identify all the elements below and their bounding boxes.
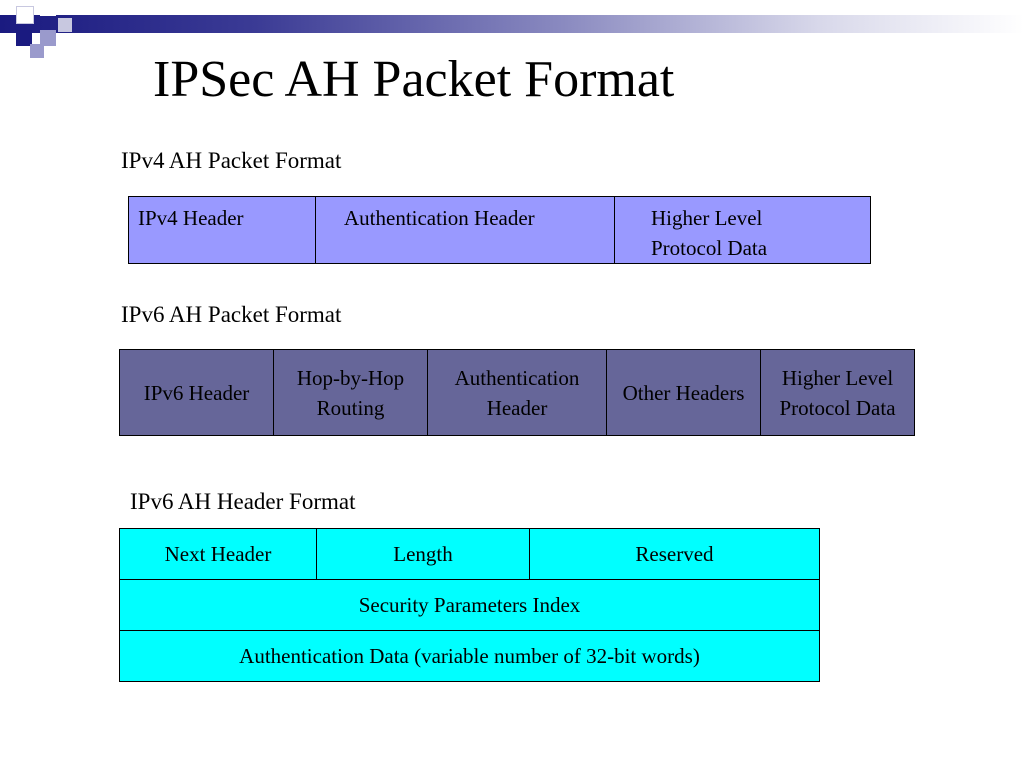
ipv4-header-cell: IPv4 Header: [128, 196, 316, 264]
decorative-square: [40, 0, 56, 16]
ah-header-row-2: Security Parameters Index: [119, 579, 820, 631]
ipv6-authentication-header-cell: Authentication Header: [427, 349, 607, 436]
ipv4-packet-diagram: IPv4 Header Authentication Header Higher…: [128, 196, 871, 264]
ipv4-authentication-header-cell: Authentication Header: [315, 196, 615, 264]
hop-by-hop-routing-cell: Hop-by-Hop Routing: [273, 349, 428, 436]
decorative-top-bar: [0, 15, 1024, 33]
decorative-square: [30, 44, 44, 58]
other-headers-cell: Other Headers: [606, 349, 761, 436]
decorative-square: [16, 6, 34, 24]
ipv4-protocol-data-cell: Higher Level Protocol Data: [614, 196, 871, 264]
ipv6-header-cell: IPv6 Header: [119, 349, 274, 436]
decorative-square: [58, 18, 72, 32]
ah-header-row-3: Authentication Data (variable number of …: [119, 630, 820, 682]
authentication-data-field: Authentication Data (variable number of …: [119, 630, 820, 682]
length-field: Length: [316, 528, 530, 580]
ipv6-caption: IPv6 AH Packet Format: [121, 302, 342, 327]
ipv4-caption: IPv4 AH Packet Format: [121, 148, 342, 173]
ipv6-packet-diagram: IPv6 Header Hop-by-Hop Routing Authentic…: [119, 349, 915, 436]
ipv6-protocol-data-cell: Higher Level Protocol Data: [760, 349, 915, 436]
ah-header-caption: IPv6 AH Header Format: [130, 489, 356, 514]
decorative-square: [16, 30, 32, 46]
ah-header-row-1: Next Header Length Reserved: [119, 528, 820, 580]
reserved-field: Reserved: [529, 528, 820, 580]
security-parameters-index-field: Security Parameters Index: [119, 579, 820, 631]
slide-title: IPSec AH Packet Format: [153, 51, 675, 108]
next-header-field: Next Header: [119, 528, 317, 580]
decorative-square: [40, 30, 56, 46]
